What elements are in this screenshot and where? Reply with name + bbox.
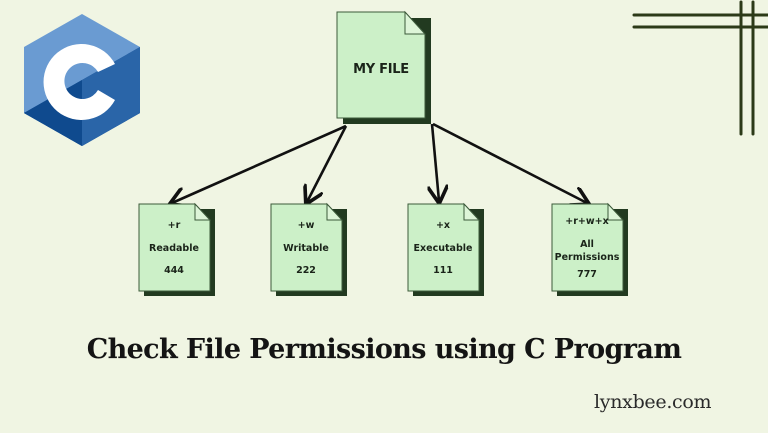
permission-flag: +r xyxy=(167,219,181,231)
arrow-to-readable xyxy=(172,124,347,203)
permission-octal: 111 xyxy=(433,265,453,277)
page-title: Check File Permissions using C Program xyxy=(86,334,682,365)
permission-octal: 222 xyxy=(296,265,316,277)
permission-label: Writable xyxy=(283,242,329,254)
permission-flag: +x xyxy=(435,219,451,231)
file-node-executable: +x Executable 111 xyxy=(407,202,484,296)
document-icon xyxy=(407,202,484,296)
file-node-readable: +r Readable 444 xyxy=(138,202,215,296)
permission-flag: +w xyxy=(297,219,315,231)
document-icon xyxy=(138,202,215,296)
c-language-logo-icon xyxy=(24,14,140,146)
document-icon xyxy=(270,202,347,296)
arrow-to-executable xyxy=(432,123,439,201)
arrow-to-all-permissions xyxy=(432,122,587,203)
permission-label-line1: All xyxy=(580,238,594,250)
permission-octal: 777 xyxy=(577,269,597,281)
document-icon xyxy=(336,10,431,124)
document-icon xyxy=(551,202,628,296)
file-node-writable: +w Writable 222 xyxy=(270,202,347,296)
permission-label-line2: Permissions xyxy=(554,251,620,263)
site-url: lynxbee.com xyxy=(594,391,712,413)
permission-label: Executable xyxy=(413,242,473,254)
root-file-label: MY FILE xyxy=(353,61,409,77)
permission-label: Readable xyxy=(149,242,199,254)
file-node-all-permissions: +r+w+x All Permissions 777 xyxy=(551,202,628,296)
corner-decoration-lines xyxy=(632,0,768,136)
permission-flag: +r+w+x xyxy=(565,215,609,227)
arrow-to-writable xyxy=(307,125,348,202)
root-file-node: MY FILE xyxy=(336,10,431,124)
permission-octal: 444 xyxy=(164,265,184,277)
